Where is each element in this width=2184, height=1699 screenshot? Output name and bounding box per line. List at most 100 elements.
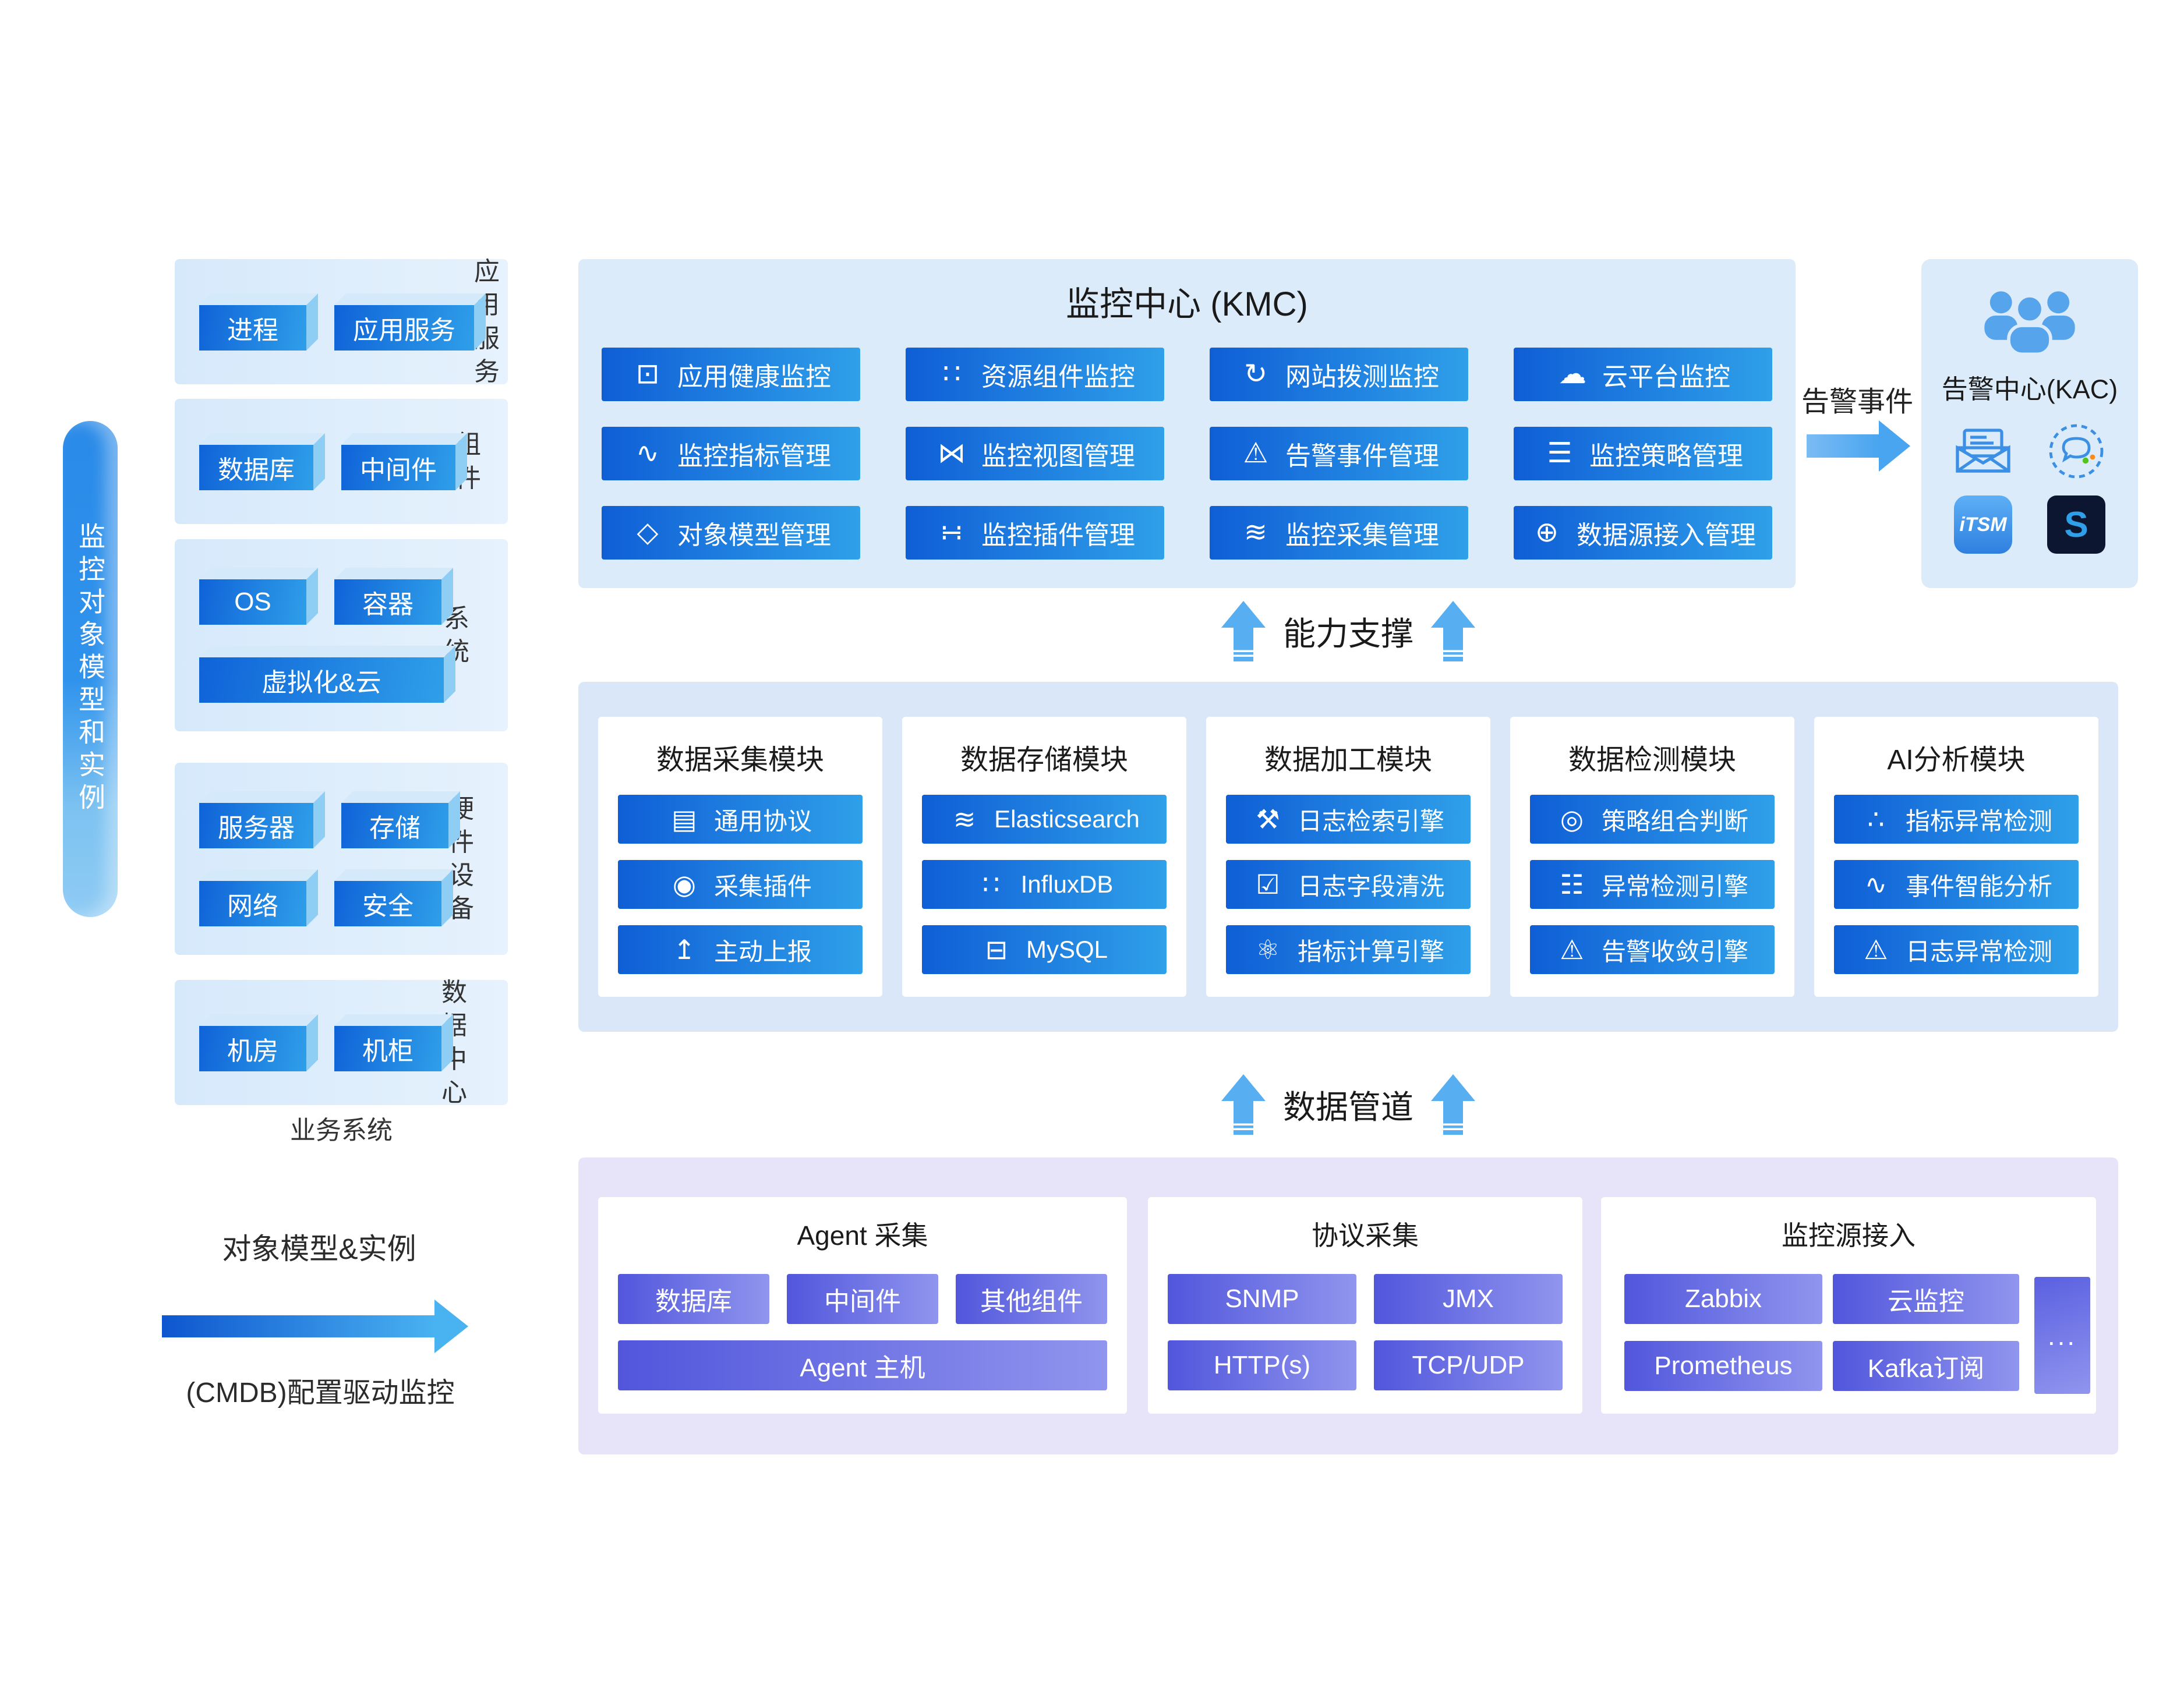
group-row: 虚拟化&云 <box>199 646 444 703</box>
kmc-feature-label: 监控插件管理 <box>981 521 1135 550</box>
object-box: OS <box>199 579 306 625</box>
log-search-engine-icon: ⚒ <box>1256 804 1280 834</box>
object-box: 机柜 <box>334 1025 441 1071</box>
protocol-box-jmx: JMX <box>1374 1274 1563 1324</box>
alert-event-mgmt-icon: ⚠ <box>1243 438 1268 469</box>
module-item-button: ◎ 策略组合判断 <box>1530 795 1775 844</box>
metric-mgmt-icon: ∿ <box>635 438 660 469</box>
up-arrow-icon <box>1431 1074 1475 1135</box>
protocol-box-snmp: SNMP <box>1168 1274 1356 1324</box>
kac-title: 告警中心(KAC) <box>1941 374 2118 404</box>
alert-event-arrow-icon <box>1807 420 1910 472</box>
module-item-label: 日志检索引擎 <box>1297 807 1444 835</box>
kmc-feature-label: 监控采集管理 <box>1285 521 1439 550</box>
object-model-icon: ◇ <box>637 517 659 548</box>
source-box-cloudmonitor: 云监控 <box>1833 1274 2019 1324</box>
module-item-button: ↥ 主动上报 <box>618 925 863 974</box>
module-item-button: ▤ 通用协议 <box>618 795 863 844</box>
business-system-label: 业务系统 <box>290 1116 393 1145</box>
monitor-source-card: 监控源接入 Zabbix 云监控 Prometheus Kafka订阅 ... <box>1601 1197 2096 1414</box>
source-box-kafka: Kafka订阅 <box>1833 1341 2019 1391</box>
collect-mgmt-icon: ≋ <box>1243 517 1268 548</box>
object-box: 容器 <box>334 579 441 625</box>
itsm-badge: iTSM <box>1954 495 2012 554</box>
group-row: 数据库中间件 <box>199 433 455 490</box>
module-item-button: ☷ 异常检测引擎 <box>1530 860 1775 909</box>
modules-band: 数据采集模块 ▤ 通用协议 ◉ 采集插件 ↥ 主动上报 数据存储模块 ≋ Ela… <box>578 682 2118 1032</box>
object-box: 应用服务 <box>334 305 474 351</box>
resource-component-icon: ∷ <box>942 359 961 390</box>
up-arrow-icon <box>1221 601 1266 661</box>
module-item-label: 通用协议 <box>713 807 812 835</box>
kmc-feature-label: 监控策略管理 <box>1589 442 1743 470</box>
kmc-feature-label: 对象模型管理 <box>677 521 831 550</box>
module-item-button: ⊟ MySQL <box>922 925 1167 974</box>
object-box: 网络 <box>199 881 306 926</box>
plugin-mgmt-icon: ∺ <box>939 517 964 548</box>
active-report-icon: ↥ <box>673 935 696 965</box>
kmc-button-grid: ⊡ 应用健康监控 ∷ 资源组件监控 ↻ 网站拨测监控 ☁ 云平台监控 <box>602 348 1772 560</box>
mail-icon <box>1953 421 2013 482</box>
event-ai-analysis-icon: ∿ <box>1864 869 1888 900</box>
kmc-feature-button: ☁ 云平台监控 <box>1514 348 1772 401</box>
source-box-prometheus: Prometheus <box>1624 1341 1822 1391</box>
module-card-storage: 数据存储模块 ≋ Elasticsearch ∷ InfluxDB ⊟ MySQ… <box>902 717 1186 997</box>
website-probe-icon: ↻ <box>1243 359 1268 390</box>
object-box: 中间件 <box>341 444 455 490</box>
influxdb-icon: ∷ <box>982 869 1000 900</box>
protocol-box-tcpudp: TCP/UDP <box>1374 1340 1563 1390</box>
kmc-feature-label: 网站拨测监控 <box>1285 363 1439 391</box>
kmc-feature-button: ≋ 监控采集管理 <box>1210 506 1468 560</box>
kmc-feature-button: ☰ 监控策略管理 <box>1514 427 1772 480</box>
agent-collect-title: Agent 采集 <box>797 1220 928 1251</box>
group-panel-component: 数据库中间件 组件 <box>175 399 508 524</box>
agent-collect-card: Agent 采集 数据库中间件其他组件 Agent 主机 <box>598 1197 1127 1414</box>
module-item-label: 事件智能分析 <box>1905 872 2052 900</box>
group-label-app-service: 应用服务 <box>474 257 500 386</box>
kmc-feature-button: ∷ 资源组件监控 <box>906 348 1164 401</box>
group-panel-app-service: 进程应用服务 应用服务 <box>175 257 508 386</box>
kmc-feature-button: ∿ 监控指标管理 <box>602 427 860 480</box>
kmc-feature-button: ⊡ 应用健康监控 <box>602 348 860 401</box>
module-card-ai: AI分析模块 ∴ 指标异常检测 ∿ 事件智能分析 ⚠ 日志异常检测 <box>1814 717 2098 997</box>
data-pipeline-flow: 数据管道 <box>578 1074 2118 1135</box>
agent-target-box: 中间件 <box>787 1274 938 1324</box>
cmdb-config-label: (CMDB)配置驱动监控 <box>186 1378 455 1408</box>
kmc-feature-button: ↻ 网站拨测监控 <box>1210 348 1468 401</box>
kmc-feature-label: 应用健康监控 <box>677 363 831 391</box>
group-row: 进程应用服务 <box>199 293 474 351</box>
kmc-feature-button: ∺ 监控插件管理 <box>906 506 1164 560</box>
object-box: 虚拟化&云 <box>199 657 444 703</box>
module-item-label: 告警收敛引擎 <box>1601 937 1748 965</box>
mysql-icon: ⊟ <box>985 935 1008 965</box>
module-item-label: Elasticsearch <box>994 805 1140 833</box>
module-item-button: ☑ 日志字段清洗 <box>1226 860 1471 909</box>
protocol-collect-title: 协议采集 <box>1312 1220 1419 1251</box>
protocol-box-http: HTTP(s) <box>1168 1340 1356 1390</box>
module-item-label: InfluxDB <box>1020 870 1114 898</box>
kmc-feature-label: 监控视图管理 <box>981 442 1135 470</box>
monitor-object-band-label: 监控对象模型和实例 <box>75 522 105 816</box>
view-mgmt-icon: ⋈ <box>938 438 966 469</box>
alert-converge-engine-icon: ⚠ <box>1560 935 1584 965</box>
group-panel-hardware: 服务器存储 网络安全 硬件设备 <box>175 763 508 955</box>
ability-support-flow: 能力支撑 <box>578 601 2118 661</box>
policy-combine-icon: ◎ <box>1560 804 1584 834</box>
agent-target-box: 其他组件 <box>956 1274 1107 1324</box>
module-item-button: ⚠ 日志异常检测 <box>1834 925 2079 974</box>
group-panel-datacenter: 机房机柜 数据中心 <box>175 978 508 1107</box>
agent-target-box: 数据库 <box>618 1274 769 1324</box>
module-title: 数据加工模块 <box>1264 745 1432 776</box>
group-row: 机房机柜 <box>199 1014 441 1071</box>
anomaly-detect-engine-icon: ☷ <box>1560 869 1584 900</box>
kmc-feature-button: ⋈ 监控视图管理 <box>906 427 1164 480</box>
cloud-platform-icon: ☁ <box>1559 359 1586 390</box>
protocol-icon: ▤ <box>672 804 697 834</box>
elasticsearch-icon: ≋ <box>953 804 976 834</box>
module-item-label: 策略组合判断 <box>1601 807 1748 835</box>
data-pipeline-label: 数据管道 <box>1283 1088 1413 1125</box>
log-anomaly-icon: ⚠ <box>1864 935 1888 965</box>
kac-panel: 告警中心(KAC) iTSM S <box>1921 259 2138 588</box>
group-row: 网络安全 <box>199 869 448 926</box>
module-item-button: ∷ InfluxDB <box>922 860 1167 909</box>
